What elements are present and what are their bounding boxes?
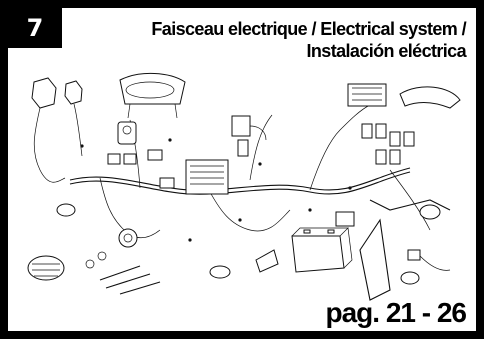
starter-relay bbox=[335, 211, 355, 227]
front-indicator bbox=[209, 265, 231, 279]
relay-right-1 bbox=[361, 123, 373, 139]
right-handlebar-switch bbox=[64, 80, 83, 105]
harness-branch-right bbox=[309, 104, 371, 191]
horn bbox=[118, 228, 138, 248]
relay-left-1 bbox=[107, 153, 121, 165]
sensor-cable bbox=[419, 255, 451, 271]
relay-right-5 bbox=[375, 149, 387, 165]
relay-right-4 bbox=[403, 131, 415, 147]
relay-left-2 bbox=[123, 153, 137, 165]
battery bbox=[291, 235, 345, 273]
title-line-1: Faisceau electrique / Electrical system … bbox=[151, 19, 466, 39]
ignition-coil bbox=[231, 115, 251, 137]
harness-branch-center bbox=[209, 191, 291, 232]
instrument-cluster bbox=[119, 72, 186, 105]
rear-indicator-right bbox=[419, 204, 441, 220]
bulb-2 bbox=[97, 251, 107, 261]
page-reference: pag. 21 - 26 bbox=[325, 297, 467, 328]
rear-indicator-left bbox=[400, 271, 420, 285]
section-number: 7 bbox=[26, 14, 44, 42]
bulb-1 bbox=[85, 259, 95, 269]
bolt-3 bbox=[119, 281, 161, 295]
page-title: Faisceau electrique / Electrical system … bbox=[126, 18, 466, 62]
relay-right-2 bbox=[375, 123, 387, 139]
relay-right-3 bbox=[389, 131, 401, 147]
section-number-badge: 7 bbox=[8, 8, 62, 48]
bolt-1 bbox=[99, 265, 141, 281]
cdi-unit bbox=[185, 159, 229, 195]
spark-plug-cap bbox=[237, 139, 249, 157]
ignition-switch bbox=[117, 121, 137, 145]
headlight bbox=[27, 255, 65, 281]
electrical-system-exploded-diagram bbox=[27, 72, 461, 301]
tail-light bbox=[399, 86, 461, 109]
license-plate-bracket bbox=[359, 218, 391, 301]
relay-left-3 bbox=[147, 149, 163, 161]
left-handlebar-switch bbox=[31, 77, 57, 109]
main-wiring-harness bbox=[69, 167, 411, 191]
rear-bracket bbox=[369, 199, 451, 211]
sensor bbox=[407, 249, 421, 261]
bolt-2 bbox=[105, 273, 151, 289]
voltage-regulator bbox=[347, 83, 387, 107]
front-indicator-left bbox=[56, 203, 76, 217]
battery-strap bbox=[255, 249, 279, 273]
connector-block bbox=[159, 177, 175, 189]
title-line-2: Instalación eléctrica bbox=[306, 41, 467, 61]
relay-right-6 bbox=[389, 149, 401, 165]
